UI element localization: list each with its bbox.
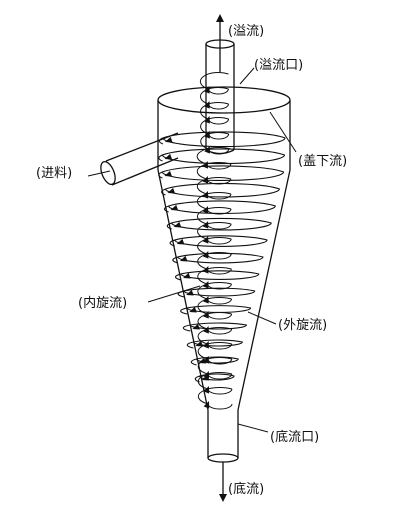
outer-vortex-arrowhead	[195, 340, 204, 347]
inner-vortex-loop	[197, 327, 233, 350]
outer-vortex-arrowhead	[173, 221, 182, 228]
outer-vortex-loop	[158, 165, 285, 182]
inner-vortex-arrowhead	[202, 221, 209, 229]
outer-vortex-arrowhead	[192, 323, 200, 330]
outer-vortex-arrowhead	[167, 187, 176, 194]
outer-vortex-loop	[161, 182, 280, 198]
outer-vortex-arrowhead	[186, 289, 194, 296]
inner-vortex-loop	[197, 297, 233, 320]
underflow-outlet-label: (底流口)	[270, 430, 320, 445]
inner-vortex-label: (内旋流)	[78, 296, 128, 311]
inner-vortex-arrowhead	[203, 356, 209, 364]
inner-vortex-loop	[199, 71, 229, 95]
outer-vortex-arrowhead	[183, 272, 191, 279]
inner-vortex-arrowhead	[202, 206, 209, 214]
inner-vortex-arrowhead	[202, 251, 209, 259]
inner-vortex-arrowhead	[203, 341, 209, 349]
outer-vortex-arrowhead	[164, 153, 173, 160]
overflow-label: (溢流)	[228, 24, 265, 39]
inner-vortex-loop	[197, 387, 233, 410]
inner-vortex-loop	[197, 312, 233, 335]
inner-vortex-loop	[197, 342, 233, 365]
outer-vortex-arrowhead	[164, 170, 173, 177]
feed-label: (进料)	[36, 166, 73, 181]
outer-vortex-loop	[186, 339, 243, 349]
inner-vortex-loop	[197, 237, 232, 260]
outer-vortex-arrowhead	[176, 238, 185, 245]
inner-vortex-loop	[197, 357, 233, 380]
outer-vortex-arrowhead	[179, 255, 188, 262]
inner-vortex-loop	[197, 267, 232, 290]
inner-vortex-arrowhead	[204, 86, 210, 94]
outer-vortex-loop	[166, 217, 272, 231]
inner-vortex-loop	[197, 372, 233, 395]
inner-vortex-arrowhead	[202, 161, 208, 169]
inner-vortex-loop	[197, 282, 232, 305]
cone-right-wall	[237, 169, 291, 411]
inner-vortex-arrowhead	[203, 371, 210, 379]
outer-vortex-loop	[182, 322, 248, 332]
inner-vortex-loop	[200, 116, 230, 140]
feed-inlet-pipe	[100, 132, 179, 186]
inner-vortex-loop	[197, 252, 232, 275]
inner-vortex-arrowhead	[202, 176, 209, 184]
inner-vortex-arrowhead	[203, 326, 209, 334]
inner-vortex-loop	[200, 131, 230, 155]
inner-vortex-loop	[196, 177, 232, 200]
inner-vortex-loop	[196, 192, 232, 215]
spigot-bottom-ellipse	[207, 453, 239, 463]
inner-vortex-arrowhead	[202, 266, 209, 274]
inner-vortex-loop	[196, 147, 232, 170]
inner-vortex-arrowhead	[203, 311, 209, 319]
inner-vortex-arrowhead	[204, 101, 210, 109]
inner-vortex-spiral	[196, 71, 233, 410]
outer-vortex-label: (外旋流)	[278, 318, 328, 333]
inner-vortex-arrowhead	[203, 401, 210, 409]
inner-vortex-loop	[197, 222, 232, 245]
outer-vortex-arrowhead	[170, 204, 179, 211]
inner-vortex-arrowhead	[204, 146, 210, 154]
outer-vortex-loop	[158, 148, 286, 165]
inner-vortex-arrowhead	[203, 281, 209, 289]
outer-vortex-loop	[169, 235, 268, 248]
inner-vortex-loop	[196, 162, 232, 185]
inner-vortex-arrowhead	[203, 296, 209, 304]
inner-vortex-arrowhead	[202, 191, 209, 199]
outer-vortex-loop	[180, 305, 252, 315]
overflow-outlet-label: (溢流口)	[254, 58, 304, 73]
inner-vortex-loop	[200, 86, 229, 110]
inner-vortex-arrowhead	[202, 236, 209, 244]
outer-vortex-loop	[172, 252, 264, 264]
underflow-label: (底流)	[228, 482, 265, 497]
outer-vortex-loop	[158, 131, 286, 148]
outer-vortex-spiral	[158, 131, 286, 383]
inner-vortex-arrowhead	[203, 386, 210, 394]
inner-vortex-loop	[197, 207, 232, 230]
inner-vortex-arrowhead	[204, 116, 210, 124]
inner-vortex-arrowhead	[204, 131, 210, 139]
outer-vortex-arrowhead	[189, 306, 197, 313]
cyclone-top-ellipse	[157, 86, 291, 114]
outer-vortex-loop	[163, 200, 276, 215]
outer-vortex-arrowhead	[165, 136, 173, 143]
leader-lines	[87, 67, 297, 433]
inner-vortex-loop	[200, 101, 230, 125]
short-circuit-flow-label: (盖下流)	[298, 154, 348, 169]
